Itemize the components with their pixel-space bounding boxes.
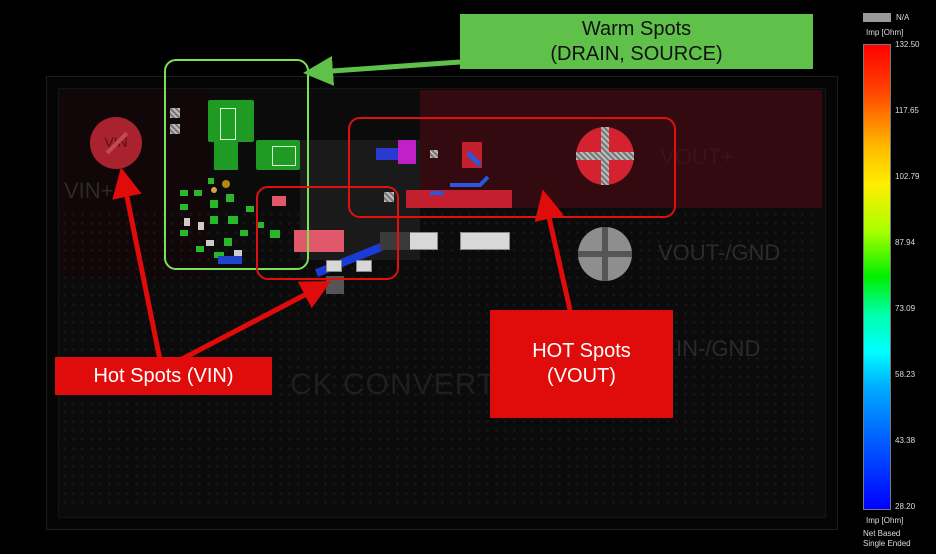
- colorbar-tick-label: 132.50: [895, 40, 920, 49]
- hot-vout-arrow: [534, 189, 573, 311]
- drain-copper-tail: [214, 140, 238, 170]
- vout-gnd-silkscreen: VOUT-/GND: [658, 240, 781, 265]
- hot-spots-vout-frame: [348, 117, 676, 218]
- controller-pads: [180, 178, 280, 264]
- hot-spots-switch-frame: [256, 186, 399, 280]
- hot-spots-vin-label: Hot Spots (VIN): [93, 364, 234, 387]
- na-swatch: [863, 13, 891, 22]
- vout-plus-pad-cross-v: [601, 127, 609, 185]
- vin-side-silkscreen: VIN+: [64, 178, 114, 203]
- vout-plus-silkscreen: VOUT+: [660, 144, 734, 169]
- drain-copper-green: [208, 100, 254, 142]
- hot-spots-vout-callout: HOT Spots (VOUT): [490, 310, 673, 418]
- vout-blue-traces: [430, 151, 490, 195]
- hot-vin-arrow-to-pad: [112, 167, 163, 361]
- mid-pad-a: [326, 260, 342, 272]
- vout-small-hatch-2: [430, 150, 438, 158]
- warm-spots-subtitle: (DRAIN, SOURCE): [550, 42, 723, 65]
- colorbar-tick-label: 73.09: [895, 304, 916, 313]
- impedance-colorbar: [863, 44, 891, 510]
- switch-small-pad: [272, 196, 286, 206]
- hot-spots-vout-title: HOT Spots: [532, 340, 631, 362]
- na-label: N/A: [896, 13, 910, 22]
- colorbar-tick-label: 58.23: [895, 370, 916, 379]
- vout-grey-bar: [380, 232, 410, 250]
- source-component-outline: [272, 146, 296, 166]
- warm-spots-title: Warm Spots: [581, 17, 692, 40]
- colorbar-tick-label: 117.65: [895, 106, 919, 115]
- colorbar-tick-label: 28.20: [895, 502, 916, 511]
- legend-footer-line2: Single Ended: [863, 539, 911, 548]
- vout-cap-pad-2: [460, 232, 510, 250]
- vout-gnd-pad-cross-v: [602, 227, 608, 281]
- hot-spots-vout-subtitle: (VOUT): [547, 365, 616, 387]
- hot-spots-vin-callout: Hot Spots (VIN): [55, 357, 272, 395]
- switch-node-pad: [294, 230, 344, 252]
- vin-gnd-silkscreen: IN-/GND: [676, 336, 761, 361]
- hot-vin-arrow-to-switch: [178, 281, 332, 363]
- legend-footer-line1: Net Based: [863, 529, 901, 538]
- colorbar-tick-label: 87.94: [895, 238, 916, 247]
- colorbar-tick-label: 43.38: [895, 436, 916, 445]
- colorbar-tick-label: 102.79: [895, 172, 920, 181]
- warm-arrow: [303, 55, 461, 86]
- vout-blue-pad: [376, 148, 398, 160]
- drain-component-outline: [220, 108, 236, 140]
- small-component-1: [170, 108, 180, 118]
- vout-magenta-pad: [398, 140, 416, 164]
- legend-top-unit: Imp [Ohm]: [866, 28, 904, 37]
- small-component-2: [170, 124, 180, 134]
- warm-spots-callout: Warm Spots (DRAIN, SOURCE): [460, 14, 813, 69]
- mid-pad-b: [356, 260, 372, 272]
- legend-bottom-unit: Imp [Ohm]: [866, 516, 904, 525]
- warm-spots-frame: [164, 59, 309, 270]
